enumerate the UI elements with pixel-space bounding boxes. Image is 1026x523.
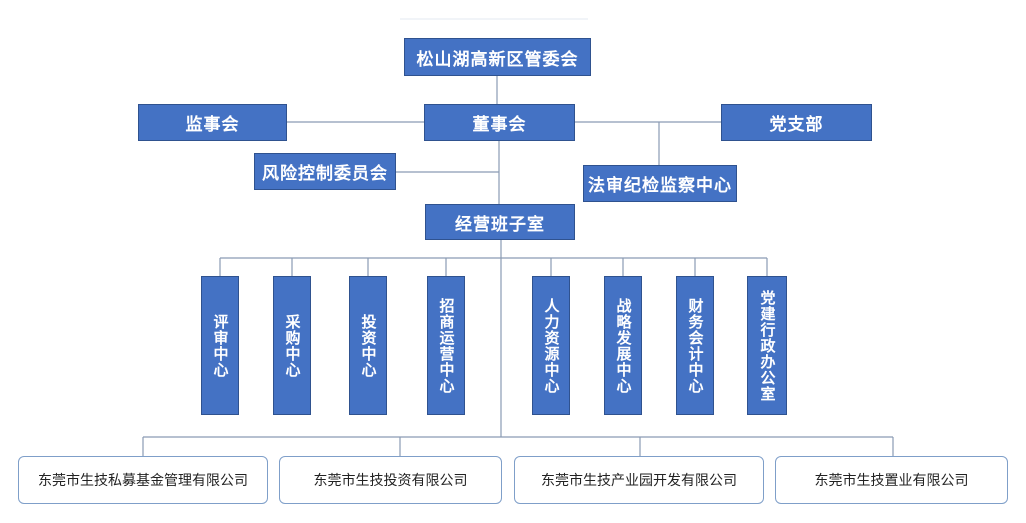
department-label: 评审中心 bbox=[211, 313, 230, 378]
legal-supervision-center-box: 法审纪检监察中心 bbox=[583, 165, 737, 202]
management-office-box: 经营班子室 bbox=[425, 204, 575, 240]
department-label: 党建行政办公室 bbox=[758, 289, 777, 402]
department-label: 战略发展中心 bbox=[614, 297, 633, 394]
department-box: 战略发展中心 bbox=[604, 276, 642, 415]
department-label: 投资中心 bbox=[359, 313, 378, 378]
subsidiary-company-box: 东莞市生技投资有限公司 bbox=[279, 456, 502, 504]
department-box: 采购中心 bbox=[273, 276, 311, 415]
department-box: 人力资源中心 bbox=[532, 276, 570, 415]
supervisory-board-box: 监事会 bbox=[138, 104, 287, 141]
department-label: 人力资源中心 bbox=[542, 297, 561, 394]
risk-committee-box: 风险控制委员会 bbox=[254, 153, 396, 190]
board-of-directors-box: 董事会 bbox=[424, 104, 575, 141]
department-box: 党建行政办公室 bbox=[747, 276, 787, 415]
top-divider bbox=[400, 18, 588, 20]
department-box: 评审中心 bbox=[201, 276, 239, 415]
top-authority-box: 松山湖高新区管委会 bbox=[404, 38, 591, 76]
department-box: 财务会计中心 bbox=[676, 276, 714, 415]
department-box: 招商运营中心 bbox=[427, 276, 465, 415]
party-branch-box: 党支部 bbox=[721, 104, 872, 141]
department-label: 采购中心 bbox=[283, 313, 302, 378]
department-box: 投资中心 bbox=[349, 276, 387, 415]
subsidiary-company-box: 东莞市生技私募基金管理有限公司 bbox=[18, 456, 268, 504]
department-label: 财务会计中心 bbox=[686, 297, 705, 394]
subsidiary-company-box: 东莞市生技产业园开发有限公司 bbox=[514, 456, 764, 504]
department-label: 招商运营中心 bbox=[437, 297, 456, 394]
subsidiary-company-box: 东莞市生技置业有限公司 bbox=[775, 456, 1008, 504]
